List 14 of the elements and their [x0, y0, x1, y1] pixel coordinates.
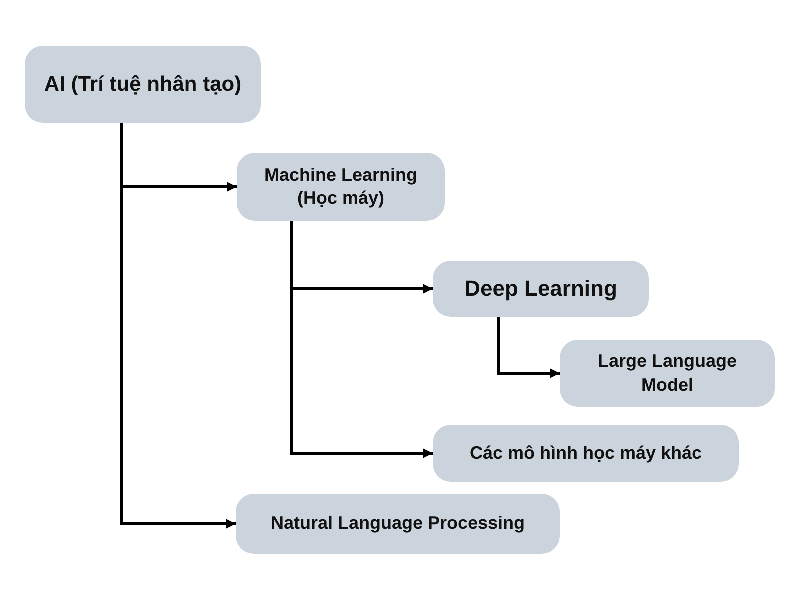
rounded-box — [25, 46, 261, 123]
node-label: Machine Learning (Học máy) — [263, 164, 419, 210]
node-label: Natural Language Processing — [270, 512, 526, 536]
arrow — [290, 221, 433, 458]
rounded-box — [433, 261, 649, 317]
node-label: Large Language Model — [596, 350, 738, 396]
arrow — [498, 317, 560, 378]
rounded-box — [236, 494, 560, 554]
node-label: AI (Trí tuệ nhân tạo) — [44, 72, 242, 98]
rounded-box — [237, 153, 445, 221]
rounded-box — [560, 340, 775, 407]
rounded-box — [433, 425, 739, 482]
node-label: Deep Learning — [464, 274, 618, 303]
node-label: Các mô hình học máy khác — [470, 442, 702, 465]
